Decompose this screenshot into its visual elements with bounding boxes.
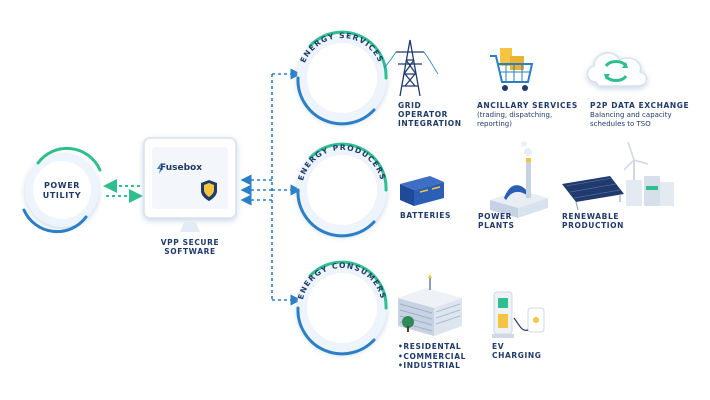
solar-wind-icon — [562, 141, 674, 211]
transmission-tower-icon — [383, 39, 439, 97]
power-utility-label: POWER UTILITY — [34, 181, 90, 201]
ancillary-desc1: (trading, dispatching, — [477, 111, 553, 119]
power-plants-label: POWER PLANTS — [478, 212, 514, 230]
renewable-line2: PRODUCTION — [562, 221, 625, 230]
utility-vpp-connector — [103, 179, 143, 203]
consumer-segments-list: •RESIDENTAL •COMMERCIAL •INDUSTRIAL — [398, 342, 466, 371]
p2p-desc: Balancing and capacity schedules to TSO — [590, 111, 672, 128]
segment-residental: •RESIDENTAL — [398, 342, 462, 351]
ancillary-desc2: reporting) — [477, 119, 512, 128]
energy-producers-hub — [296, 142, 388, 238]
vpp-bus-connectors — [240, 68, 302, 306]
shopping-cart-icon — [490, 48, 534, 91]
office-building-icon — [398, 274, 462, 336]
ancillary-services-title: ANCILLARY SERVICES — [477, 101, 578, 110]
ev-charger-icon — [492, 291, 545, 338]
power-utility-line2: UTILITY — [42, 191, 82, 200]
p2p-desc2: schedules to TSO — [590, 119, 651, 128]
segment-commercial: •COMMERCIAL — [398, 351, 466, 361]
grid-line2: OPERATOR — [398, 110, 449, 119]
power-plants-line1: POWER — [478, 212, 513, 221]
power-utility-hub — [22, 146, 102, 234]
power-utility-line1: POWER — [43, 181, 81, 190]
renewable-production-label: RENEWABLE PRODUCTION — [562, 212, 624, 230]
p2p-desc1: Balancing and capacity — [590, 111, 672, 119]
grid-line1: GRID — [398, 101, 422, 110]
power-plants-line2: PLANTS — [478, 221, 515, 230]
energy-consumers-hub — [296, 260, 388, 356]
energy-services-hub — [296, 30, 388, 126]
renewable-line1: RENEWABLE — [562, 212, 620, 221]
vpp-monitor-icon — [143, 137, 237, 232]
grid-line3: INTEGRATION — [398, 119, 462, 128]
ev-line2: CHARGING — [492, 351, 542, 360]
ev-charging-label: EV CHARGING — [492, 342, 542, 360]
fusebox-logo: Fusebox — [160, 163, 202, 173]
vpp-software-label: VPP SECURE SOFTWARE — [148, 238, 232, 256]
p2p-data-exchange-title: P2P DATA EXCHANGE — [590, 101, 690, 110]
vpp-line2: SOFTWARE — [164, 247, 216, 256]
segment-industrial: •INDUSTRIAL — [398, 361, 461, 370]
batteries-label: BATTERIES — [400, 211, 451, 220]
ancillary-services-desc: (trading, dispatching, reporting) — [477, 111, 552, 128]
grid-operator-label: GRID OPERATOR INTEGRATION — [398, 101, 462, 128]
battery-pack-icon — [400, 176, 444, 206]
ev-line1: EV — [492, 342, 505, 351]
vpp-line1: VPP SECURE — [160, 238, 220, 247]
cloud-sync-icon — [586, 52, 648, 87]
power-plant-icon — [490, 141, 548, 218]
